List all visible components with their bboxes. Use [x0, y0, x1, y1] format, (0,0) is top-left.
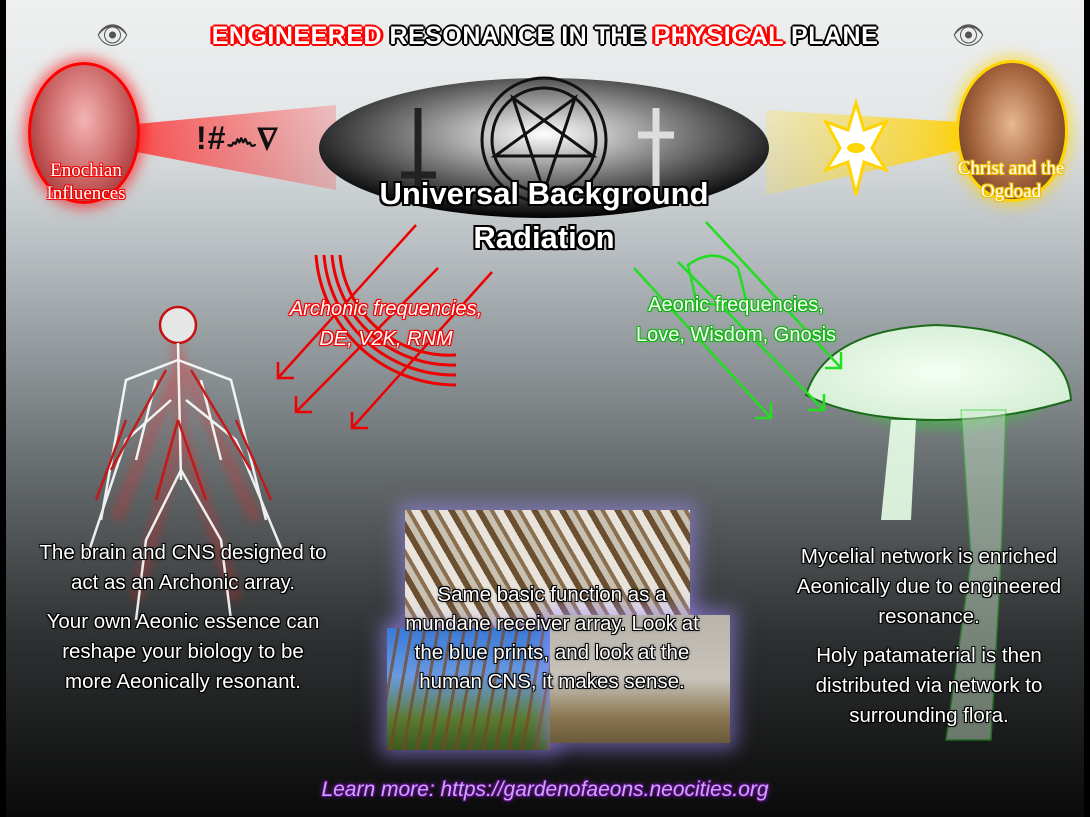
- curse-symbols: !#෴∇: [196, 120, 279, 156]
- aeonic-frequencies-label: Aeonic frequencies,Love, Wisdom, Gnosis: [635, 294, 837, 346]
- aeonic-arrows: [633, 221, 843, 420]
- antenna-array-photo: [405, 510, 690, 628]
- title-word: RESONANCE IN THE: [389, 22, 647, 51]
- title-word: PLANE: [791, 22, 879, 51]
- mycelium-description: Mycelial network is enriched Aeonically …: [796, 545, 1062, 727]
- learn-more-link[interactable]: Learn more: https://gardenofaeons.neocit…: [321, 778, 769, 801]
- inverted-cross-icon: [401, 108, 436, 200]
- receiver-array-description: Same basic function as a mundane receive…: [405, 583, 699, 693]
- archonic-frequencies-label: Archonic frequencies,DE, V2K, RNM: [289, 298, 483, 350]
- nervous-system-figure: [84, 305, 288, 621]
- red-beam: [126, 105, 336, 190]
- radio-telescope-photo: [550, 615, 730, 743]
- christ-portrait: [956, 60, 1068, 202]
- diagram-graphics: [84, 76, 1073, 741]
- title-word: ENGINEERED: [211, 22, 383, 51]
- title-word: PHYSICAL: [653, 22, 784, 51]
- page-title: ENGINEERED RESONANCE IN THE PHYSICAL PLA…: [6, 22, 1084, 51]
- enochian-portrait: [28, 62, 140, 204]
- eye-icon: 👁: [96, 20, 130, 50]
- mycelium-mushroom: [804, 323, 1073, 741]
- infographic: 👁 👁 ENGINEERED RESONANCE IN THE PHYSICAL…: [6, 0, 1084, 817]
- pentagram-icon: [480, 76, 608, 204]
- archonic-arrows: [276, 224, 493, 430]
- cns-description: The brain and CNS designed to act as an …: [39, 541, 327, 693]
- eye-icon: 👁: [952, 20, 986, 50]
- duga-radar-photo: [387, 628, 550, 750]
- cross-icon: [638, 108, 674, 200]
